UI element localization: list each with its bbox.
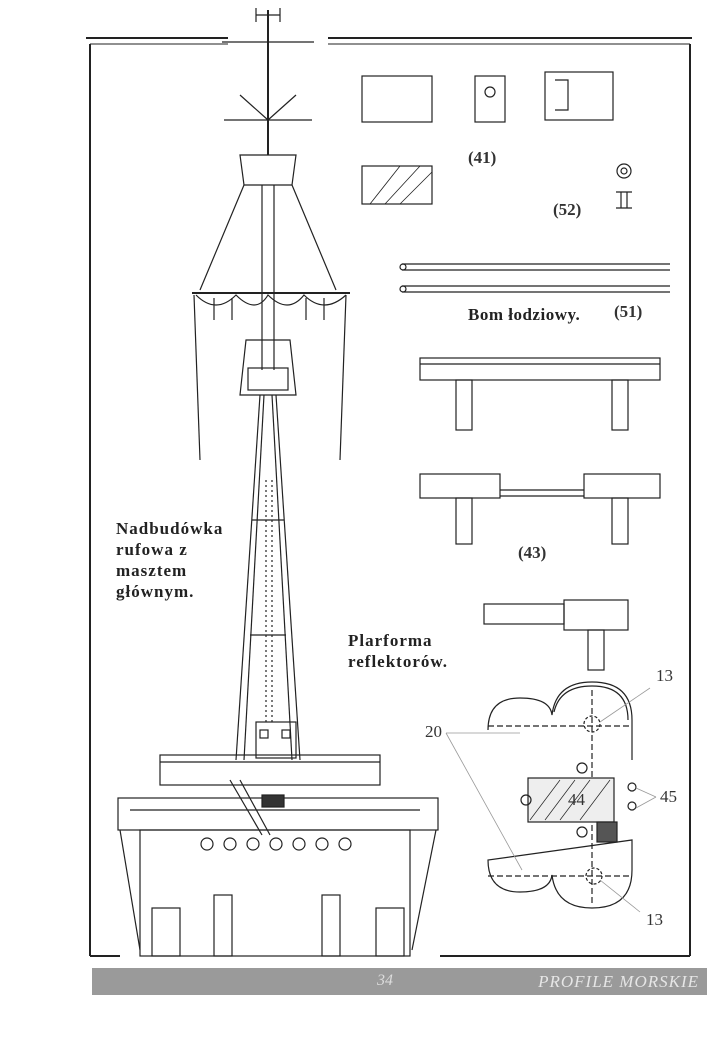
title-line: Plarforma	[348, 631, 433, 650]
page-frame	[86, 37, 692, 957]
parts-43	[419, 357, 661, 671]
title-line: Nadbudówka	[116, 519, 224, 538]
callout-13-top: 13	[656, 666, 673, 685]
callout-20: 20	[425, 722, 442, 741]
part-52-label: (52)	[553, 200, 582, 219]
parts-52	[616, 163, 632, 209]
superstructure-title: Nadbudówka rufowa z masztem głównym.	[116, 518, 223, 602]
main-mast	[192, 8, 350, 761]
aft-superstructure	[117, 754, 439, 957]
parts-41	[361, 71, 614, 205]
callout-13-bottom: 13	[646, 910, 663, 929]
part-51-label: (51)	[614, 302, 643, 321]
searchlight-platform-plan	[445, 681, 657, 913]
callout-45: 45	[660, 787, 677, 806]
title-line: masztem	[116, 561, 188, 580]
title-line: głównym.	[116, 582, 195, 601]
title-line: rufowa z	[116, 540, 188, 559]
title-line: reflektorów.	[348, 652, 448, 671]
part-41-label: (41)	[468, 148, 497, 167]
callout-44: 44	[568, 790, 585, 809]
part-43-label: (43)	[518, 543, 547, 562]
portholes	[200, 837, 352, 851]
publication-name: PROFILE MORSKIE	[538, 972, 699, 991]
footer-bar: 34 PROFILE MORSKIE	[92, 968, 707, 995]
page-number: 34	[377, 972, 393, 989]
boat-boom-title: Bom łodziowy.	[468, 305, 581, 324]
boat-boom	[399, 263, 670, 293]
platform-title: Plarforma reflektorów.	[348, 630, 448, 672]
